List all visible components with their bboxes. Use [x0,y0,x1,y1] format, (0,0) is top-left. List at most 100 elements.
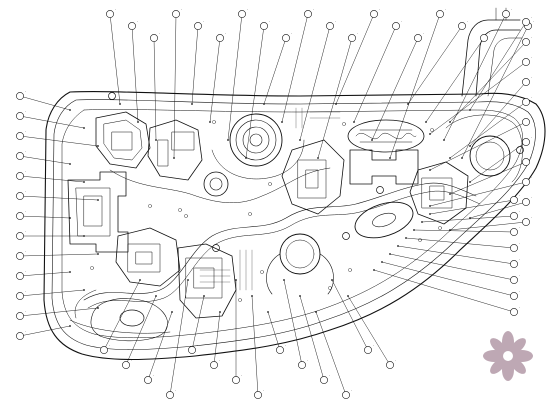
callout-label: - [241,374,242,377]
callout-top-15: - [371,32,424,141]
callout-label: - [25,330,26,333]
callout-label: - [225,32,226,35]
building-center [281,139,345,215]
callout-label: - [531,196,532,199]
callout-label: - [519,306,520,309]
callout-label: - [335,20,336,23]
callout-label: - [25,290,26,293]
callout-top-13: - [335,8,380,105]
callout-label: - [489,32,490,35]
callout-top-1: - [106,8,121,105]
callout-top-8: - [245,20,270,159]
callout-label: - [351,389,352,392]
lake [354,201,414,239]
building-southwest [115,227,181,287]
callout-label: - [519,290,520,293]
callout-label: - [115,8,116,11]
callout-label: - [25,110,26,113]
fountain-core [249,133,263,147]
callout-bottom-9: - [267,311,286,354]
building-west [67,171,129,253]
callout-label: - [531,56,532,59]
building-west-inner [75,187,111,237]
callout-bottom-2: - [122,295,157,369]
callout-label: - [137,20,138,23]
callout-bottom-12: - [315,311,352,399]
pond-southwest [90,298,168,342]
callout-label: - [531,216,532,219]
south-rotunda-inner [285,239,315,269]
fountain-ring [235,119,277,161]
callout-right-lower-1: - [429,194,520,215]
callout-bottom-6: - [210,311,221,369]
callout-label: - [159,32,160,35]
callout-label: - [531,156,532,159]
callout-left-4: - [16,150,71,165]
callout-label: - [423,32,424,35]
callout-label: - [25,130,26,133]
building-center-west-detail [157,131,195,167]
callout-right-6: - [429,116,532,171]
callout-label: - [445,8,446,11]
callout-label: - [269,20,270,23]
callout-label: - [329,374,330,377]
callout-label: - [109,344,110,347]
callout-right-4: - [469,76,532,147]
ornamental-pattern [355,129,417,143]
callout-label: - [25,150,26,153]
callout-label: - [25,190,26,193]
callout-label: - [25,310,26,313]
callout-right-lower-5: - [397,245,520,268]
callout-right-lower-3: - [413,226,520,236]
callout-label: - [531,96,532,99]
round-feature-inner [209,177,223,191]
callout-label: - [181,8,182,11]
pathway-main [83,182,477,301]
building-east [409,161,469,225]
callout-top-16: - [389,8,446,159]
callout-label: - [131,359,132,362]
callout-label: - [373,344,374,347]
callout-left-7: - [16,210,71,220]
callout-left-8: - [16,230,85,240]
pathway-loop [69,289,171,334]
ornamental-garden [347,119,425,153]
building-east-detail [421,177,453,209]
callout-bottom-5: - [188,295,205,354]
callout-right-1: - [469,16,532,111]
callout-bottom-8: - [251,295,264,399]
marker-4 [108,92,116,100]
callout-right-5: - [449,96,532,159]
callout-left-9: - [16,250,99,260]
site-boundary-inner [51,99,536,350]
callout-top-12: - [317,32,358,159]
callout-right-lower-6: - [389,253,520,284]
callout-label: - [285,344,286,347]
marker-2 [376,186,384,194]
callout-label: - [379,8,380,11]
callout-label: - [519,194,520,197]
callout-right-7: - [469,136,532,183]
callout-label: - [203,20,204,23]
entrance-road [461,19,521,97]
callout-left-12: - [16,307,99,320]
callout-top-9: - [263,32,292,105]
callout-label: - [519,258,520,261]
callout-right-lower-2: - [421,210,520,223]
water-feature-southwest [119,309,145,327]
callout-label: - [531,76,532,79]
callout-top-11: - [299,20,336,141]
callout-label: - [519,210,520,213]
callout-bottom-4: - [166,279,189,399]
building-center-west [147,119,203,181]
callout-left-11: - [16,289,85,300]
callout-top-14: - [353,20,402,123]
callout-left-6: - [16,190,99,201]
callout-label: - [263,389,264,392]
callout-label: - [533,20,534,23]
callout-label: - [357,32,358,35]
callout-right-3: - [429,56,532,135]
callout-label: - [519,242,520,245]
